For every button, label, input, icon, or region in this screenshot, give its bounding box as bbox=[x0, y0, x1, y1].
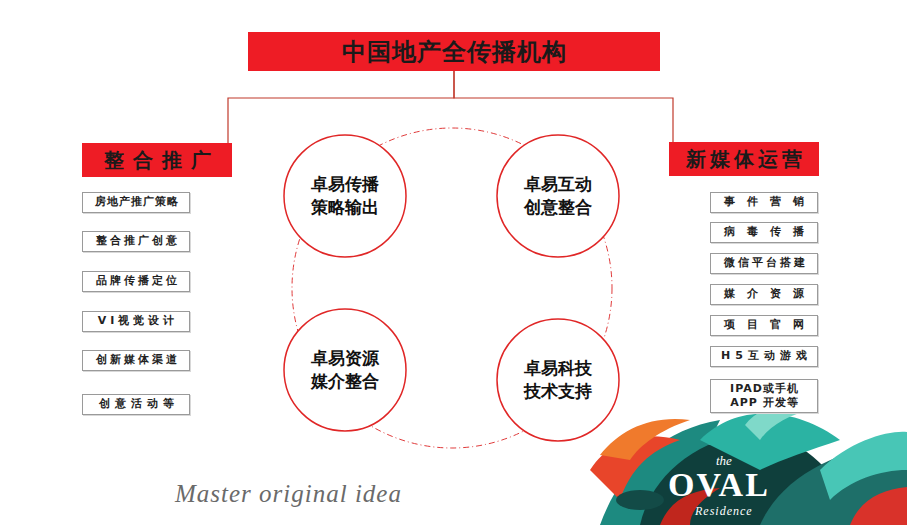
node-text: 卓易资源 媒介整合 bbox=[306, 347, 384, 393]
section-heading: 新媒体运营 bbox=[669, 142, 819, 176]
title-text: 中国地产全传播机构 bbox=[342, 36, 567, 68]
service-box: 创新媒体渠道 bbox=[82, 350, 190, 371]
node-text: 卓易科技 技术支持 bbox=[519, 357, 597, 403]
core-circle: 卓易资源 媒介整合 bbox=[283, 308, 407, 432]
node-text: 项目官网 bbox=[724, 318, 816, 332]
circle-outline bbox=[496, 134, 620, 258]
core-circle: 卓易互动 创意整合 bbox=[496, 134, 620, 258]
core-circle: 卓易传播 策略输出 bbox=[283, 134, 407, 258]
node-text: 微信平台搭建 bbox=[724, 256, 808, 270]
service-box: 创意活动等 bbox=[82, 394, 190, 415]
node-text: 创意活动等 bbox=[99, 397, 179, 411]
node-text: VI视觉设计 bbox=[98, 314, 179, 328]
title-bar: 中国地产全传播机构 bbox=[248, 32, 660, 71]
node-text: 卓易互动 创意整合 bbox=[519, 173, 597, 219]
node-text: 品牌传播定位 bbox=[96, 274, 180, 288]
service-box: 微信平台搭建 bbox=[710, 253, 818, 274]
node-text: IPAD或手机APP 开发等 bbox=[717, 382, 813, 411]
node-text: 事件营销 bbox=[724, 195, 816, 209]
service-box: VI视觉设计 bbox=[82, 311, 190, 332]
flower-illustration bbox=[590, 405, 907, 525]
heading-text: 新媒体运营 bbox=[686, 146, 806, 173]
node-text: 媒介资源 bbox=[724, 287, 816, 301]
node-text: 卓易传播 策略输出 bbox=[306, 173, 384, 219]
service-box: 事件营销 bbox=[710, 192, 818, 213]
logo-text: Residence bbox=[695, 504, 753, 519]
service-box: 项目官网 bbox=[710, 315, 818, 336]
slogan-text: Master original idea bbox=[175, 480, 402, 508]
service-box: 房地产推广策略 bbox=[82, 192, 190, 213]
node-text: H5互动游戏 bbox=[721, 349, 812, 363]
service-box: H5互动游戏 bbox=[710, 346, 818, 367]
bracket-connector bbox=[454, 71, 673, 142]
circle-outline bbox=[496, 318, 620, 442]
node-text: 整合推广创意 bbox=[96, 234, 180, 248]
bracket-connector bbox=[228, 71, 454, 143]
service-box: IPAD或手机APP 开发等 bbox=[710, 379, 818, 413]
core-circle: 卓易科技 技术支持 bbox=[496, 318, 620, 442]
circle-outline bbox=[283, 134, 407, 258]
logo-text: OVAL bbox=[668, 466, 770, 504]
circle-outline bbox=[283, 308, 407, 432]
service-box: 整合推广创意 bbox=[82, 231, 190, 252]
node-text: 创新媒体渠道 bbox=[96, 353, 180, 367]
service-box: 品牌传播定位 bbox=[82, 271, 190, 292]
service-box: 病毒传播 bbox=[710, 222, 818, 243]
section-heading: 整合推广 bbox=[82, 143, 232, 177]
heading-text: 整合推广 bbox=[104, 147, 220, 174]
service-box: 媒介资源 bbox=[710, 284, 818, 305]
node-text: 病毒传播 bbox=[724, 225, 816, 239]
node-text: 房地产推广策略 bbox=[95, 195, 179, 209]
